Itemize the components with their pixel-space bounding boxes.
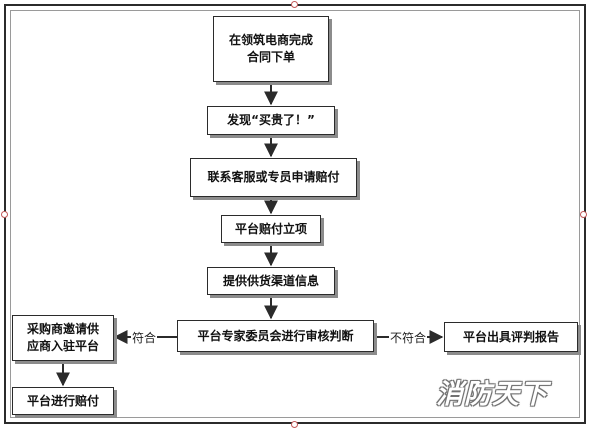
node-order[interactable]: 在领筑电商完成 合同下单 [213,16,329,82]
resize-handle-left[interactable] [1,211,8,218]
node-provide[interactable]: 提供供货渠道信息 [207,267,335,295]
node-contact[interactable]: 联系客服或专员申请赔付 [190,158,357,197]
node-invite[interactable]: 采购商邀请供 应商入驻平台 [12,315,114,361]
resize-handle-bottom[interactable] [291,421,298,428]
node-compensate[interactable]: 平台进行赔付 [12,387,114,415]
edge-label-not-qualified: 不符合 [389,329,428,346]
node-report[interactable]: 平台出具评判报告 [444,322,578,352]
edge-label-qualified: 符合 [131,329,158,346]
node-register[interactable]: 平台赔付立项 [221,215,321,243]
watermark-logo: 消防天下 [436,379,548,410]
inner-frame [10,10,580,418]
resize-handle-right[interactable] [580,211,587,218]
node-discover[interactable]: 发现“买贵了！” [207,106,335,135]
resize-handle-top[interactable] [291,1,298,8]
node-review[interactable]: 平台专家委员会进行审核判断 [177,320,374,352]
